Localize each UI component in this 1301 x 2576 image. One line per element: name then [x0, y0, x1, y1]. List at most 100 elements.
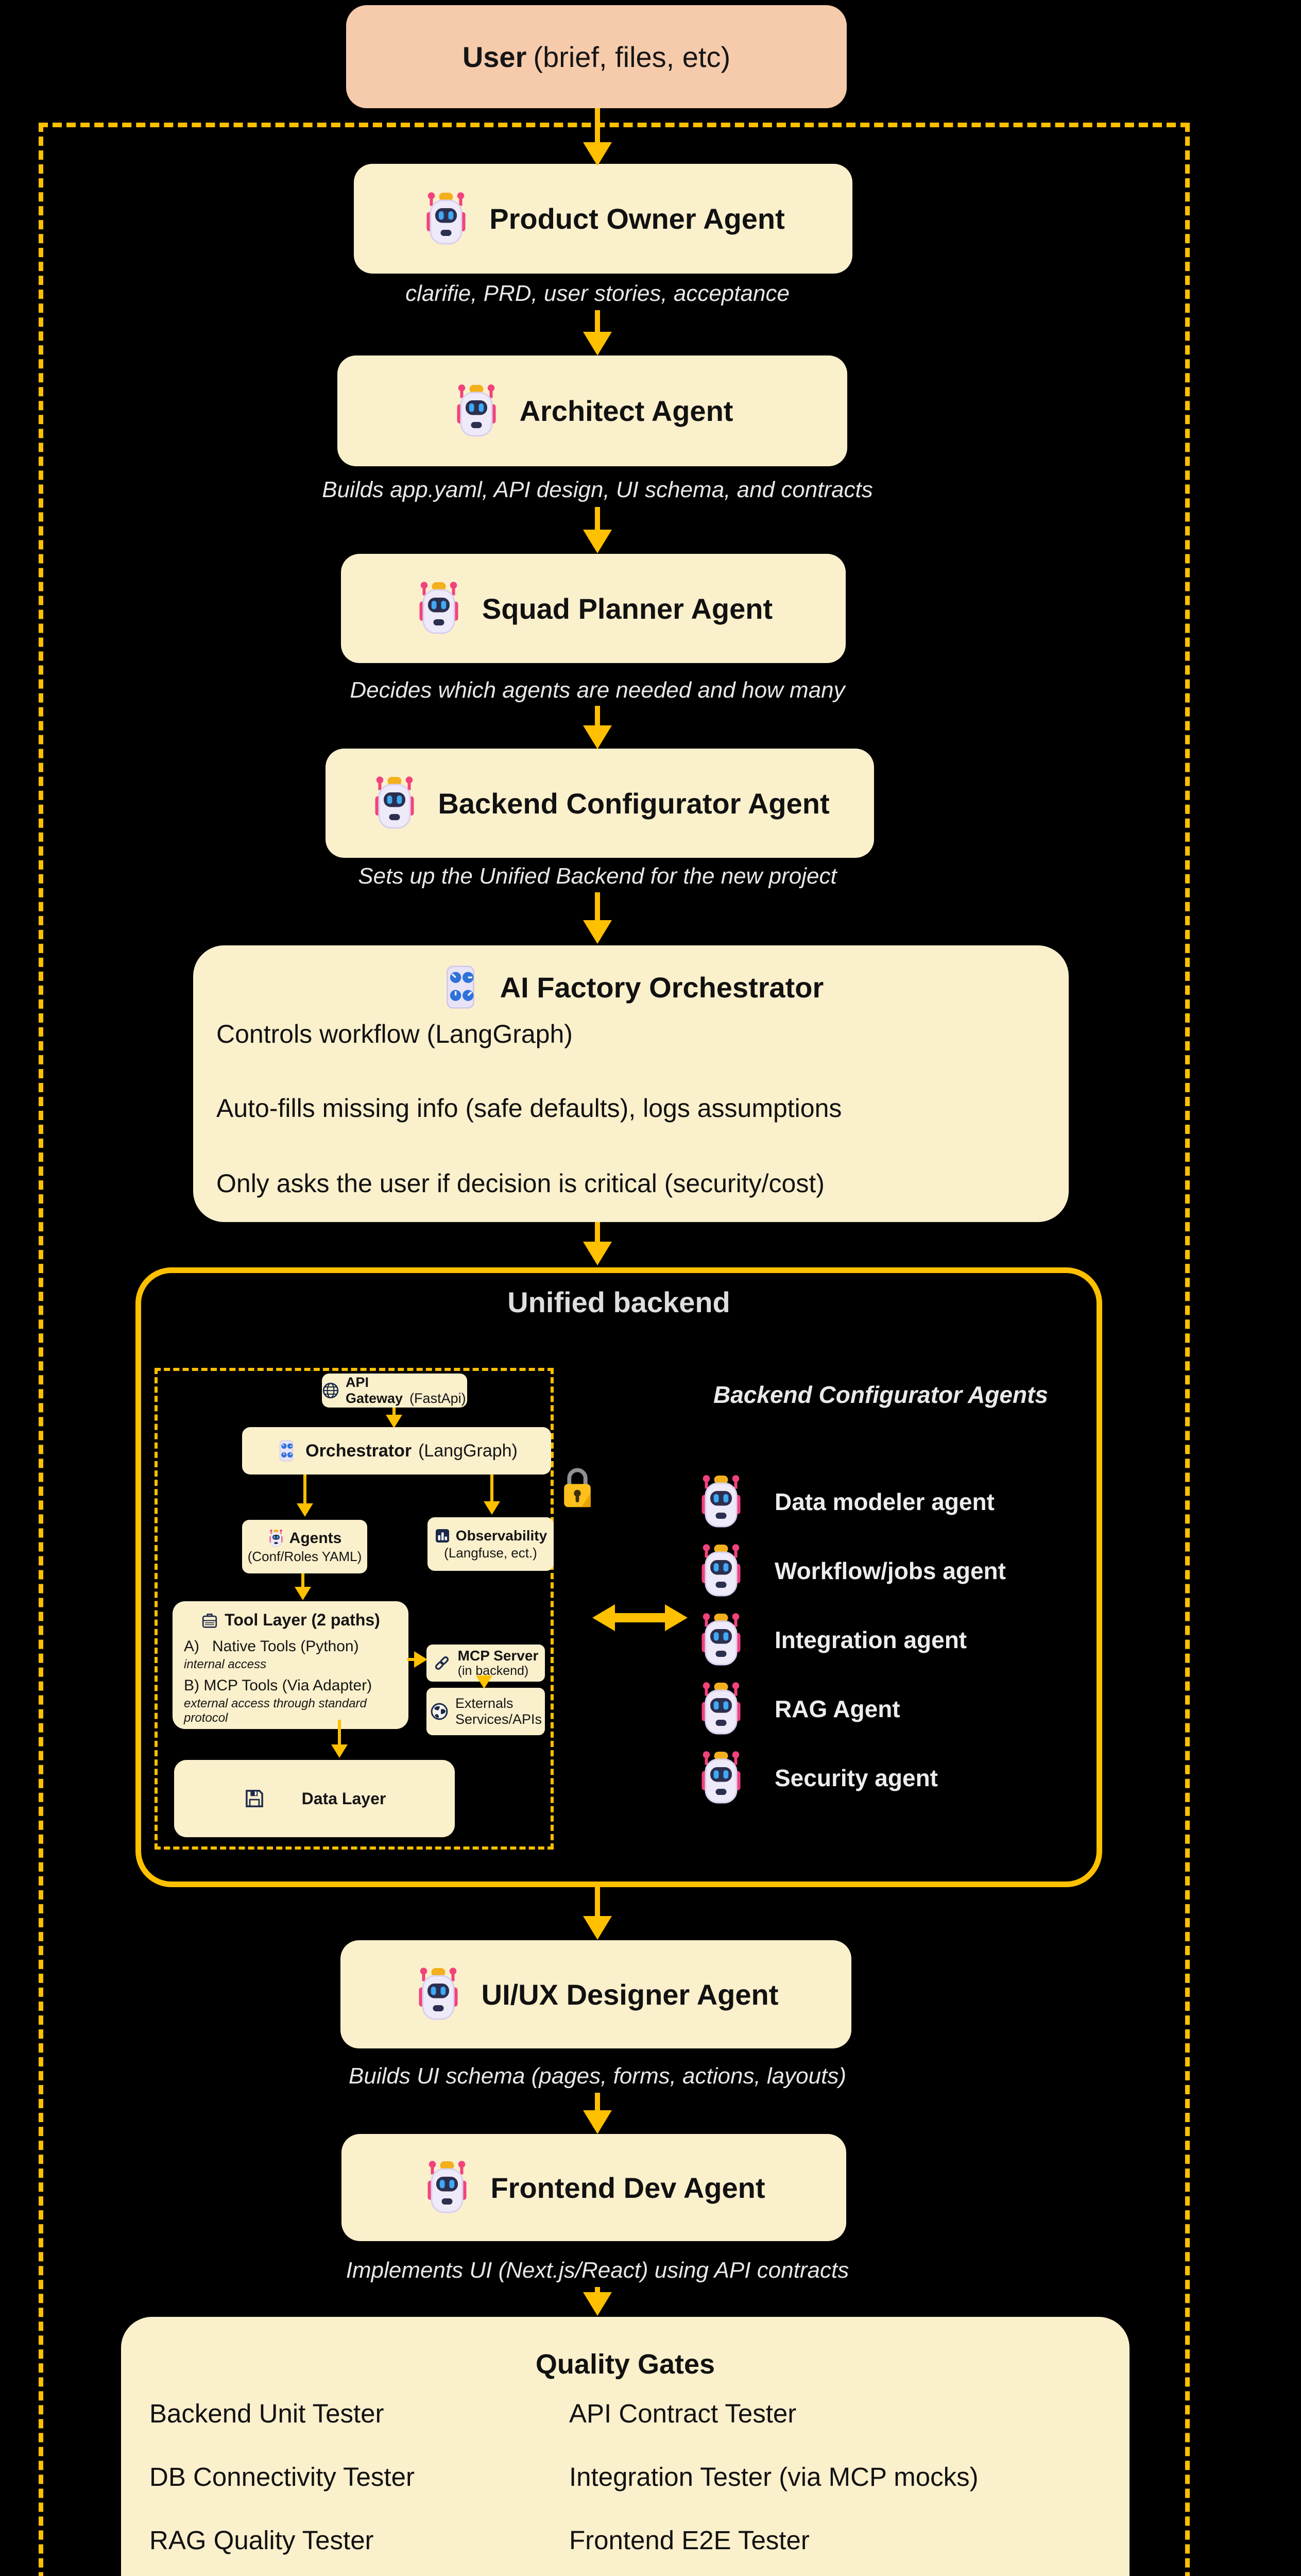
mcp-server-label: MCP Server — [457, 1647, 539, 1664]
backend-configurator-caption: Sets up the Unified Backend for the new … — [358, 863, 837, 889]
agent-list-item: Workflow/jobs agent — [696, 1544, 1006, 1598]
quality-gate-item: Backend Unit Tester — [149, 2399, 384, 2428]
quality-gates-title: Quality Gates — [535, 2349, 715, 2380]
agent-list-label: Workflow/jobs agent — [775, 1557, 1006, 1584]
quality-gates-box — [121, 2317, 1129, 2576]
inner-arrowhead-down — [386, 1415, 402, 1428]
user-subtitle: (brief, files, etc) — [533, 40, 731, 73]
arrowhead-down — [583, 920, 612, 944]
architect-agent-label: Architect Agent — [519, 395, 733, 427]
double-arrow-icon — [592, 1604, 688, 1631]
connector-line — [595, 310, 600, 334]
arrowhead-down — [583, 2292, 612, 2316]
data-layer-label: Data Layer — [301, 1789, 386, 1808]
agent-list-label: Security agent — [775, 1765, 938, 1791]
product-owner-agent-box: Product Owner Agent — [354, 164, 852, 274]
inner-connector — [338, 1720, 341, 1747]
inner-connector — [407, 1658, 416, 1661]
connector-line — [595, 1887, 600, 1918]
bar-chart-icon — [434, 1528, 451, 1544]
inner-orchestrator-label: Orchestrator — [305, 1440, 412, 1461]
observability-label: Observability — [455, 1527, 547, 1544]
squad-planner-agent-box: Squad Planner Agent — [341, 554, 846, 663]
inner-arrowhead-down — [297, 1503, 313, 1517]
backend-configurator-agents-heading: Backend Configurator Agents — [713, 1381, 1049, 1408]
control-knobs-icon — [276, 1438, 297, 1464]
link-icon — [433, 1654, 451, 1672]
inner-arrowhead-down — [484, 1501, 500, 1515]
arrowhead-down — [583, 142, 612, 166]
quality-gate-item: Frontend E2E Tester — [569, 2526, 810, 2555]
robot-icon — [696, 1475, 746, 1529]
inner-connector — [301, 1573, 304, 1588]
user-title: User — [462, 40, 527, 73]
architect-caption: Builds app.yaml, API design, UI schema, … — [322, 477, 873, 502]
externals-label-1: Externals — [455, 1695, 513, 1711]
tool-layer-title: Tool Layer (2 paths) — [225, 1611, 380, 1629]
robot-icon — [268, 1529, 284, 1548]
tool-layer-note-a: internal access — [184, 1657, 267, 1671]
arrowhead-down — [583, 2110, 612, 2134]
backend-architecture-dashed-box — [155, 1368, 554, 1850]
mcp-server-sublabel: (in backend) — [457, 1663, 529, 1678]
inner-connector — [303, 1475, 306, 1505]
frontend-dev-agent-box: Frontend Dev Agent — [341, 2134, 846, 2241]
tool-layer-item-b: B) MCP Tools (Via Adapter) — [184, 1677, 372, 1694]
arrowhead-down — [583, 1242, 612, 1265]
connector-line — [595, 892, 600, 922]
quality-gate-item: DB Connectivity Tester — [149, 2462, 415, 2492]
lock-icon — [559, 1463, 596, 1511]
externals-services-box: Externals Services/APIs — [426, 1688, 545, 1735]
globe-icon — [322, 1382, 339, 1399]
backend-configurator-agent-box: Backend Configurator Agent — [326, 749, 874, 858]
workflow-dashed-border — [39, 123, 1190, 2576]
architect-agent-box: Architect Agent — [337, 355, 847, 466]
ai-factory-orchestrator-box — [193, 945, 1069, 1222]
inner-arrowhead-down — [476, 1675, 492, 1689]
api-gateway-sublabel: (FastApi) — [409, 1391, 466, 1406]
quality-gate-item: API Contract Tester — [569, 2399, 797, 2428]
inner-arrowhead-right — [414, 1651, 427, 1668]
robot-icon — [696, 1682, 746, 1736]
tool-layer-note-b: external access through standard protoco… — [184, 1697, 367, 1725]
connector-line — [595, 1222, 600, 1244]
quality-gate-item: RAG Quality Tester — [149, 2526, 374, 2555]
data-layer-box: Data Layer — [174, 1760, 455, 1837]
orchestrator-line-3: Only asks the user if decision is critic… — [216, 1169, 825, 1198]
agent-list-item: Data modeler agent — [696, 1475, 995, 1529]
inner-orchestrator-sublabel: (LangGraph) — [418, 1440, 518, 1461]
agents-box-sublabel: (Conf/Roles YAML) — [247, 1548, 362, 1564]
connector-line — [595, 2093, 600, 2112]
product-owner-agent-label: Product Owner Agent — [489, 202, 785, 235]
agents-box: Agents (Conf/Roles YAML) — [242, 1520, 367, 1573]
api-gateway-box: API Gateway (FastApi) — [322, 1374, 467, 1408]
unified-backend-container — [135, 1267, 1102, 1887]
arrowhead-down — [583, 725, 612, 749]
frontend-caption: Implements UI (Next.js/React) using API … — [346, 2258, 849, 2283]
frontend-dev-agent-label: Frontend Dev Agent — [490, 2171, 765, 2204]
connector-line — [595, 706, 600, 727]
product-owner-caption: clarifie, PRD, user stories, acceptance — [405, 281, 790, 306]
robot-icon — [696, 1613, 746, 1667]
orchestrator-header: AI Factory Orchestrator — [193, 956, 1069, 1018]
inner-arrowhead-down — [295, 1587, 311, 1600]
control-knobs-icon — [438, 960, 483, 1014]
agent-list-label: Integration agent — [775, 1626, 967, 1653]
earth-icon — [430, 1702, 449, 1721]
observability-sublabel: (Langfuse, ect.) — [444, 1545, 537, 1561]
inner-connector — [490, 1475, 493, 1503]
connector-line — [595, 108, 600, 144]
arrowhead-down — [583, 1916, 612, 1940]
arrowhead-down — [583, 332, 612, 355]
uiux-caption: Builds UI schema (pages, forms, actions,… — [349, 2063, 846, 2089]
agents-box-label: Agents — [289, 1529, 342, 1547]
connector-line — [595, 2287, 600, 2295]
squad-planner-caption: Decides which agents are needed and how … — [350, 677, 845, 703]
unified-backend-title: Unified backend — [507, 1286, 730, 1318]
orchestrator-title: AI Factory Orchestrator — [500, 971, 824, 1004]
orchestrator-line-2: Auto-fills missing info (safe defaults),… — [216, 1094, 842, 1123]
arrowhead-down — [583, 530, 612, 553]
agent-list-label: Data modeler agent — [775, 1488, 995, 1515]
api-gateway-label: API Gateway — [346, 1375, 403, 1406]
